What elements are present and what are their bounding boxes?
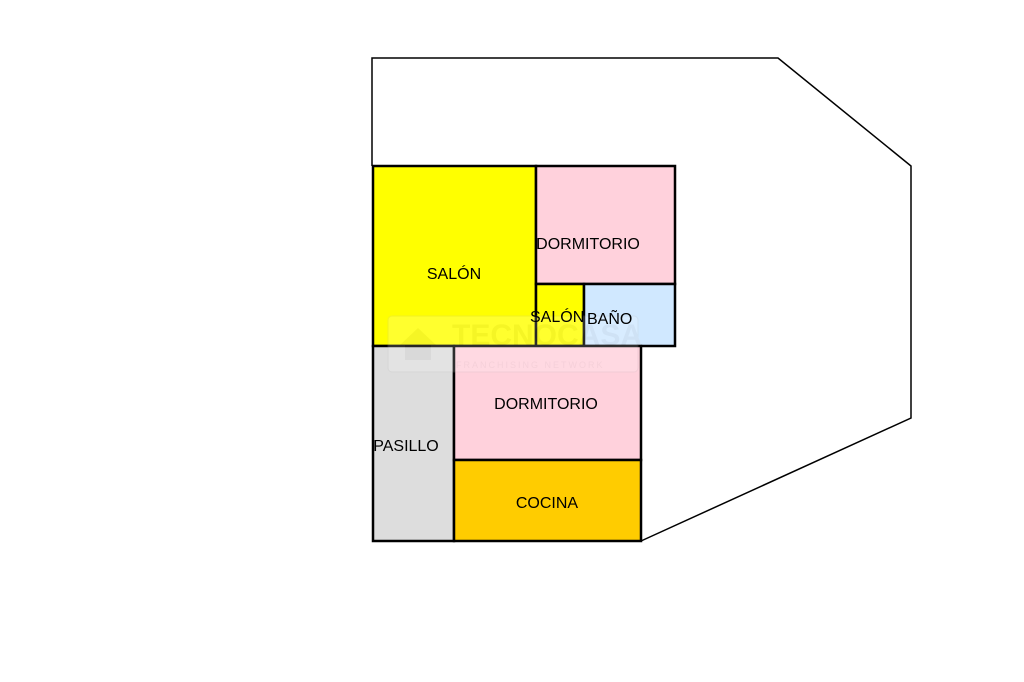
watermark-brand: TECNOCASA [452,319,642,352]
room-label-pasillo: PASILLO [373,438,439,455]
room-label-bano: BAÑO [587,308,632,328]
room-cocina [452,458,643,543]
room-dormitorio-top [534,164,677,286]
building-outline [371,57,912,542]
room-dormitorio-bottom [452,344,643,462]
house-icon [400,328,436,360]
room-label-dormitorio-top: DORMITORIO [536,236,640,253]
room-salon-small [534,282,586,348]
room-label-salon-small: SALÓN [530,307,584,326]
room-label-salon-main: SALÓN [427,264,481,283]
room-label-cocina: COCINA [516,495,579,512]
room-label-dormitorio-bottom: DORMITORIO [494,396,598,413]
watermark-tagline: FRANCHISING NETWORK [456,360,605,370]
watermark-logo: TECNOCASA FRANCHISING NETWORK [387,315,642,373]
